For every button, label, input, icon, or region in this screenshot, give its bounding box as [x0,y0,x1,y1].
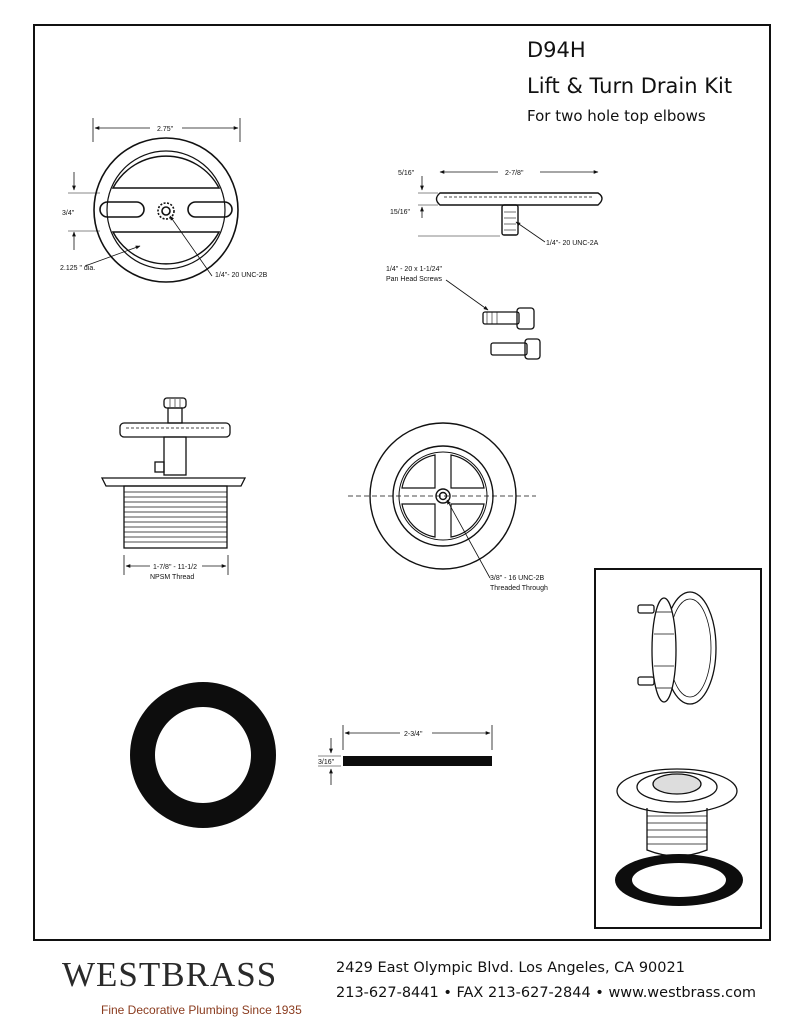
gasket-top-view [130,682,277,828]
company-contact: 213-627-8441 • FAX 213-627-2844 • www.we… [336,985,757,1001]
cover-outer-circle [93,137,239,283]
model-number: D94H [527,38,586,62]
cover-slot-left [99,201,145,218]
dim-cross-thread-size: 3/8" - 16 UNC-2B [490,575,545,582]
pan-head-screws [482,307,541,360]
inset-body-illustration [616,768,738,857]
product-photo-inset [594,568,762,929]
plug-dimensions [418,170,599,243]
plug-side-view [435,192,603,236]
brand-tagline: Fine Decorative Plumbing Since 1935 [101,1003,302,1017]
dim-plug-height: 15/16" [390,209,411,216]
screws-size-label: 1/4" - 20 x 1-1/24" [386,266,442,273]
screws-type-label: Pan Head Screws [386,276,443,283]
dim-plug-thread: 1/4"- 20 UNC-2A [546,240,599,247]
brand-logo: WESTBRASS [62,955,278,994]
dim-body-thread-size: 1-7/8" - 11-1/2 [153,564,197,571]
drain-body-side-view [100,397,247,549]
company-address: 2429 East Olympic Blvd. Los Angeles, CA … [336,960,685,976]
drawing-sheet-border [33,24,771,941]
dim-plug-top: 5/16" [398,170,415,177]
cover-top-view [93,137,239,283]
cover-inner-circle [106,150,226,270]
dim-gasket-width: 2-3/4" [404,731,423,738]
dim-cross-thread-note: Threaded Through [490,585,548,592]
dim-cover-thread: 1/4"- 20 UNC-2B [215,272,268,279]
dim-gasket-thickness: 3/16" [318,759,335,766]
dim-cover-width: 2.75" [157,126,174,133]
cover-slot-right [187,201,233,218]
dim-body-thread-type: NPSM Thread [150,574,194,581]
dim-cover-diameter: 2.125 " dia. [60,265,95,272]
body-thread-lines [124,491,227,543]
inset-cover-illustration [637,591,717,705]
dim-cover-slot-spacing: 3/4" [62,210,75,217]
product-name: Lift & Turn Drain Kit [527,74,733,98]
product-subtitle: For two hole top elbows [527,107,706,125]
dim-plug-width: 2-7/8" [505,170,524,177]
gasket-side-view [343,756,492,766]
cover-dimensions [68,118,241,277]
inset-gasket-illustration [615,854,743,906]
